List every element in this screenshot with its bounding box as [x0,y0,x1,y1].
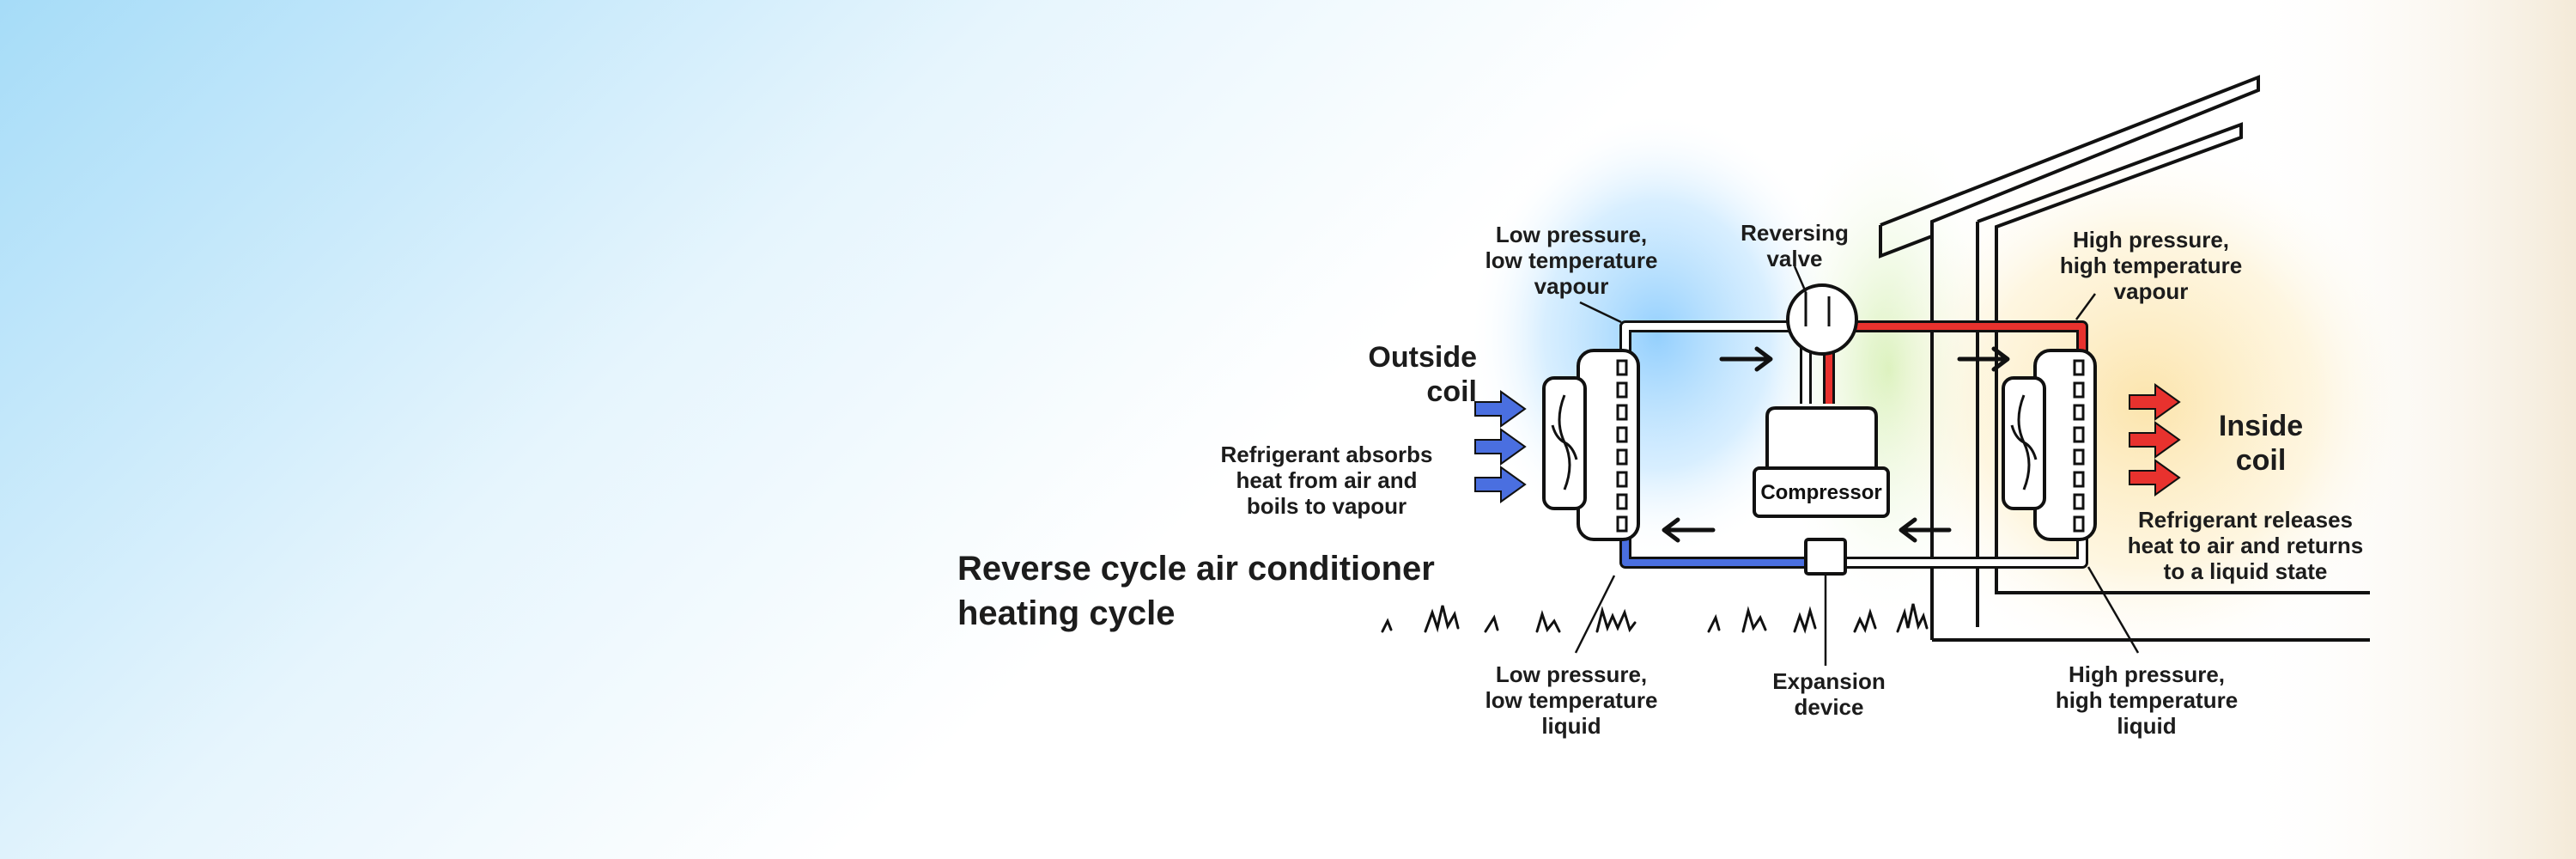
inside-coil-label: Inside coil [2218,410,2304,477]
pipe-hp-liquid [1844,533,2086,566]
inside-fan-icon [2010,394,2038,490]
arrow-right-icon [1719,346,1773,372]
arrow-left-icon [1662,517,1716,543]
compressor-label: Compressor [1760,481,1881,504]
lp-vapour-label: Low pressure, low temperature vapour [1485,222,1658,299]
flow-arrows [1662,346,2010,543]
absorbs-label: Refrigerant absorbs heat from air and bo… [1220,442,1433,519]
red-arrow-icon [2129,421,2181,459]
leader-lines [1574,265,2140,666]
house-outline [1879,75,2370,642]
expansion-device [1804,538,1847,576]
blue-arrow-icon [1474,466,1527,503]
red-arrow-icon [2129,383,2181,421]
reversing-valve [1786,283,1858,356]
outside-fan-icon [1551,394,1578,490]
releases-label: Refrigerant releases heat to air and ret… [2127,507,2364,584]
pipe-top-white [1622,323,1809,404]
pipe-outline-top-white [1619,320,1812,404]
diagram-title: Reverse cycle air conditioner heating cy… [957,550,1435,632]
lp-liquid-label: Low pressure, low temperature liquid [1485,661,1658,739]
outside-coil-label: Outside coil [1368,341,1477,408]
cold-air-arrows [1474,390,1527,503]
reversing-valve-label: Reversing valve [1741,220,1849,271]
blue-arrow-icon [1474,390,1527,428]
outside-coil [1542,349,1640,541]
warm-air-arrows [2129,383,2181,497]
arrow-right-icon [1957,346,2010,372]
expansion-device-label: Expansion device [1772,668,1886,720]
blue-arrow-icon [1474,428,1527,466]
hp-liquid-label: High pressure, high temperature liquid [2055,661,2239,739]
red-arrow-icon [2129,459,2181,497]
grass [1381,603,1929,634]
compressor: Compressor [1753,406,1890,518]
hp-vapour-label: High pressure, high temperature vapour [2059,227,2243,304]
arrow-left-icon [1899,517,1952,543]
inside-coil [2002,349,2097,541]
